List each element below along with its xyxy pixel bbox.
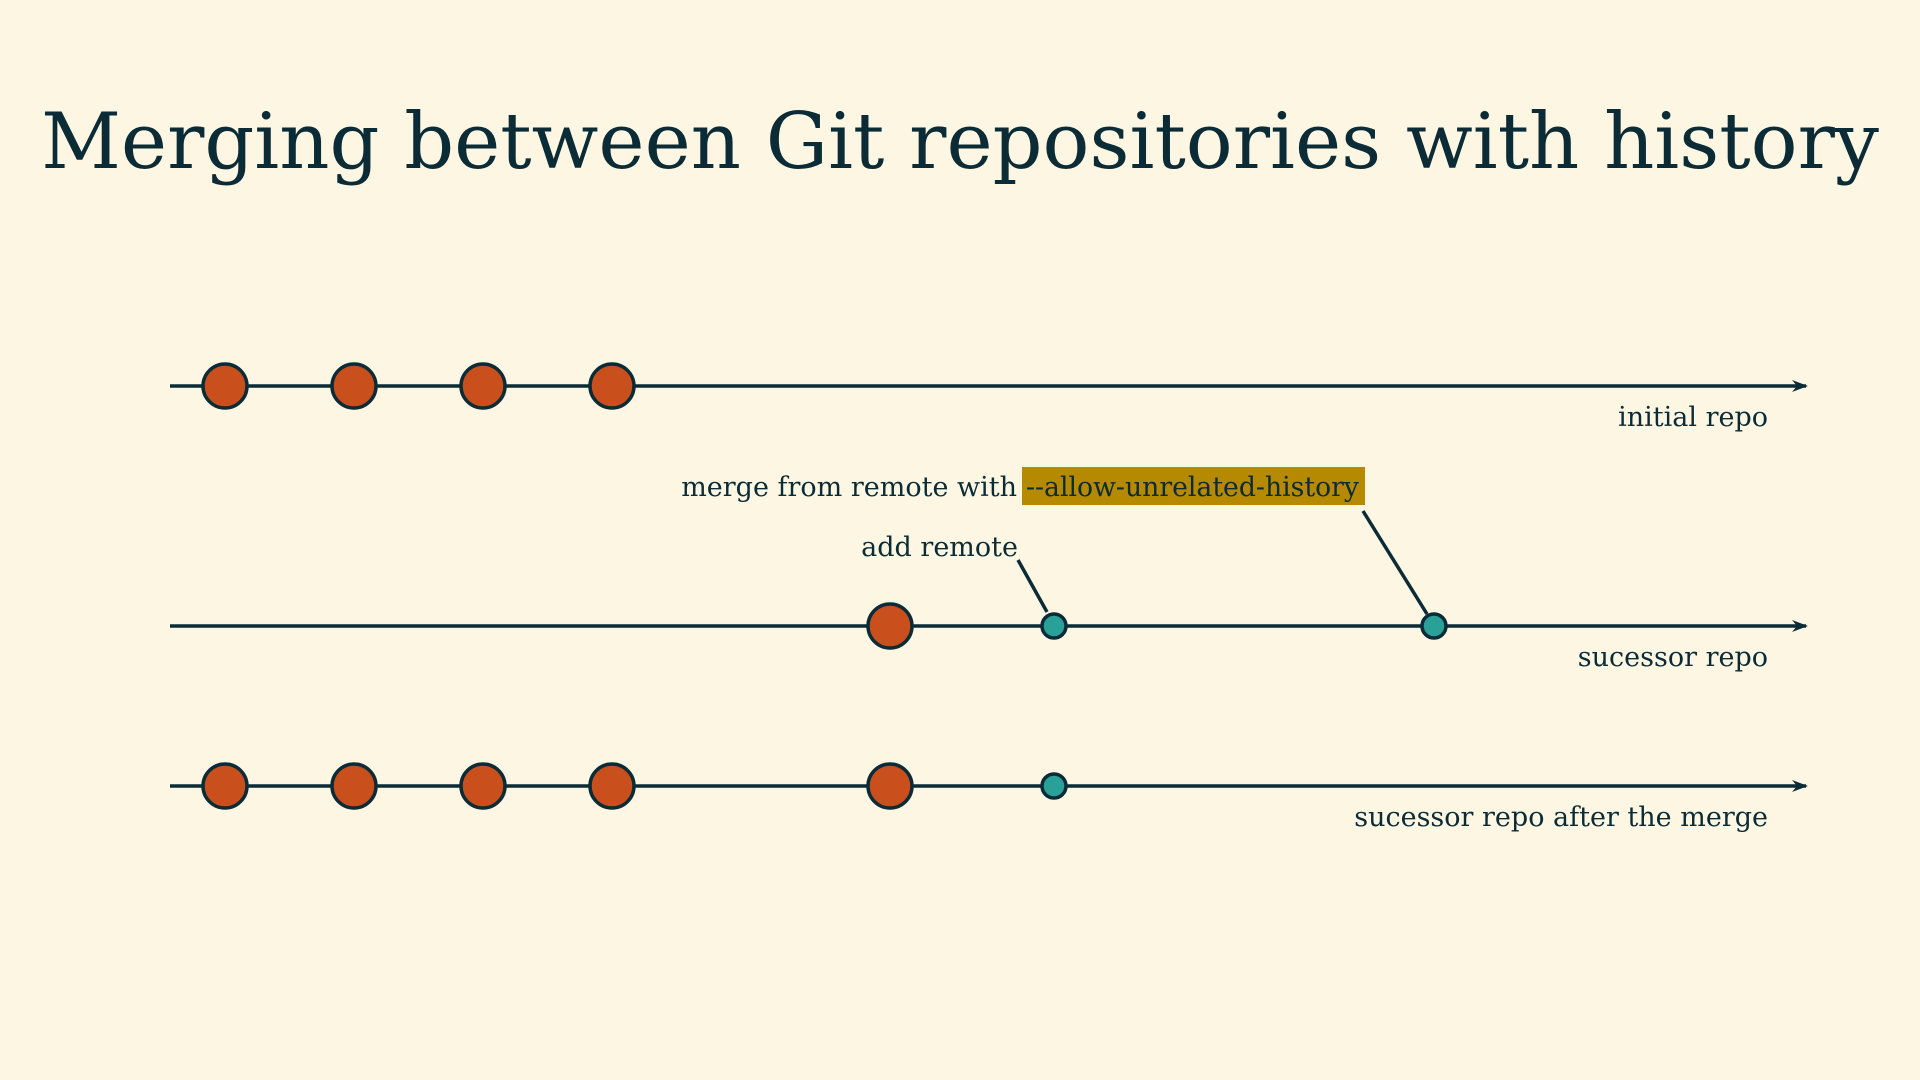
- merge-annotation-prefix: merge from remote with: [681, 472, 1017, 503]
- commit-node-original: [330, 362, 378, 410]
- timeline-successor-label: sucessor repo: [1578, 642, 1768, 673]
- add-remote-annotation: add remote: [861, 532, 1018, 563]
- commit-node-merge: [1420, 612, 1448, 640]
- commit-node-add-remote: [1040, 612, 1068, 640]
- commit-node-original: [459, 762, 507, 810]
- timeline-merged-label: sucessor repo after the merge: [1354, 802, 1768, 833]
- page-title: Merging between Git repositories with hi…: [41, 97, 1879, 187]
- commit-node-original: [866, 602, 914, 650]
- merge-flag-text: --allow-unrelated-history: [1026, 472, 1360, 503]
- merge-flag-highlight: [1022, 467, 1365, 505]
- commit-node-original: [201, 762, 249, 810]
- commit-node-original: [588, 362, 636, 410]
- add-remote-leader-line: [1016, 559, 1049, 613]
- commit-node-new: [1040, 772, 1068, 800]
- commit-node-original: [330, 762, 378, 810]
- timeline-initial-label: initial repo: [1618, 402, 1768, 433]
- merge-leader-line: [1361, 510, 1429, 615]
- commit-node-original: [201, 362, 249, 410]
- commit-node-original: [459, 362, 507, 410]
- commit-node-original: [588, 762, 636, 810]
- commit-node-original: [866, 762, 914, 810]
